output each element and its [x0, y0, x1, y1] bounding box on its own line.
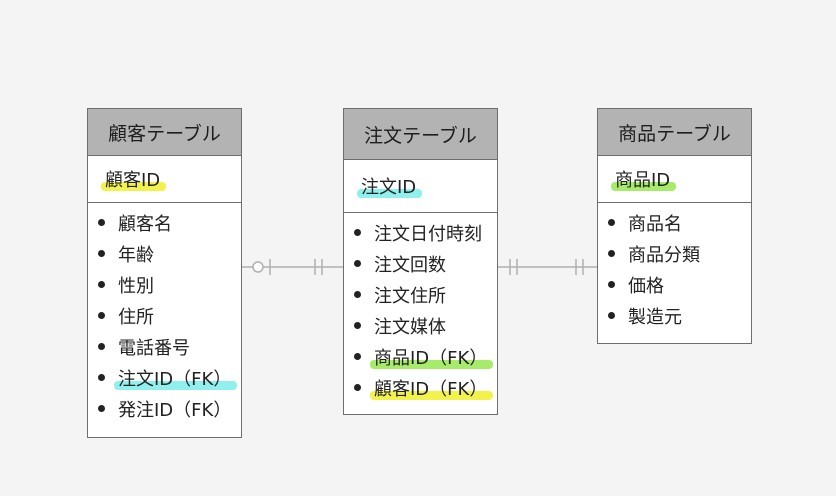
- entity-product-header: 商品テーブル: [598, 109, 751, 156]
- attribute-label: 注文媒体: [374, 316, 446, 338]
- attribute-item: 電話番号: [88, 331, 241, 362]
- attribute-label: 価格: [628, 275, 664, 297]
- entity-customer-attributes: 顧客名 年齢 性別 住所 電話番号 注文ID（FK） 発注ID（FK）: [88, 203, 241, 424]
- attribute-item: 年齢: [88, 238, 241, 269]
- attribute-item: 注文媒体: [344, 310, 497, 341]
- bullet-icon: [98, 374, 105, 381]
- pk-label: 顧客ID: [105, 170, 161, 191]
- bullet-icon: [608, 281, 615, 288]
- bullet-icon: [354, 322, 361, 329]
- fk-highlight: 顧客ID（FK）: [369, 375, 494, 401]
- entity-product-primary-key: 商品ID: [598, 156, 751, 203]
- bullet-icon: [354, 229, 361, 236]
- entity-customer-table[interactable]: 顧客テーブル 顧客ID 顧客名 年齢 性別 住所 電話番号: [87, 108, 242, 438]
- attribute-label: 顧客ID（FK）: [374, 378, 488, 400]
- bullet-icon: [354, 384, 361, 391]
- attribute-label: 住所: [118, 306, 154, 328]
- attribute-label: 顧客名: [118, 213, 172, 235]
- attribute-item: 商品名: [598, 207, 751, 238]
- bullet-icon: [98, 312, 105, 319]
- pk-label: 商品ID: [615, 170, 671, 191]
- pk-highlight: 注文ID: [356, 173, 423, 199]
- attribute-item: 住所: [88, 300, 241, 331]
- pk-highlight: 商品ID: [610, 166, 677, 192]
- bullet-icon: [98, 281, 105, 288]
- attribute-item: 注文回数: [344, 248, 497, 279]
- entity-product-table[interactable]: 商品テーブル 商品ID 商品名 商品分類 価格 製造元: [597, 108, 752, 344]
- bullet-icon: [98, 405, 105, 412]
- relationship-customer-order: [242, 259, 343, 275]
- attribute-label: 注文住所: [374, 285, 446, 307]
- entity-order-header: 注文テーブル: [344, 109, 497, 160]
- bullet-icon: [608, 219, 615, 226]
- attribute-label: 商品名: [628, 213, 682, 235]
- pk-highlight: 顧客ID: [100, 166, 167, 192]
- attribute-item: 製造元: [598, 300, 751, 331]
- entity-order-primary-key: 注文ID: [344, 160, 497, 213]
- entity-customer-header: 顧客テーブル: [88, 109, 241, 156]
- bullet-icon: [98, 343, 105, 350]
- bullet-icon: [608, 312, 615, 319]
- attribute-item-foreign-key: 発注ID（FK）: [88, 393, 241, 424]
- fk-highlight: 注文ID（FK）: [113, 365, 238, 391]
- attribute-label: 性別: [118, 275, 154, 297]
- entity-product-attributes: 商品名 商品分類 価格 製造元: [598, 203, 751, 331]
- attribute-item: 注文日付時刻: [344, 217, 497, 248]
- entity-order-attributes: 注文日付時刻 注文回数 注文住所 注文媒体 商品ID（FK） 顧客ID（FK）: [344, 213, 497, 403]
- attribute-item-foreign-key: 商品ID（FK）: [344, 341, 497, 372]
- attribute-label: 年齢: [118, 244, 154, 266]
- attribute-item-foreign-key: 顧客ID（FK）: [344, 372, 497, 403]
- bullet-icon: [354, 291, 361, 298]
- attribute-label: 製造元: [628, 306, 682, 328]
- fk-highlight: 商品ID（FK）: [369, 344, 494, 370]
- entity-product-title: 商品テーブル: [618, 122, 731, 145]
- bullet-icon: [608, 250, 615, 257]
- attribute-label: 注文日付時刻: [374, 223, 482, 245]
- bullet-icon: [354, 260, 361, 267]
- bullet-icon: [98, 219, 105, 226]
- attribute-label: 注文ID（FK）: [118, 368, 232, 390]
- attribute-label: 発注ID（FK）: [118, 399, 232, 421]
- attribute-label: 商品ID（FK）: [374, 347, 488, 369]
- bullet-icon: [98, 250, 105, 257]
- relationship-order-product: [497, 259, 597, 275]
- bullet-icon: [354, 353, 361, 360]
- attribute-item: 商品分類: [598, 238, 751, 269]
- attribute-label: 注文回数: [374, 254, 446, 276]
- entity-customer-title: 顧客テーブル: [108, 122, 221, 145]
- entity-customer-primary-key: 顧客ID: [88, 156, 241, 203]
- attribute-item-foreign-key: 注文ID（FK）: [88, 362, 241, 393]
- entity-order-table[interactable]: 注文テーブル 注文ID 注文日付時刻 注文回数 注文住所 注文媒体 商品ID（F…: [343, 108, 498, 415]
- attribute-item: 価格: [598, 269, 751, 300]
- attribute-label: 電話番号: [118, 337, 190, 359]
- zero-or-one-circle-marker: [252, 261, 264, 273]
- pk-label: 注文ID: [361, 177, 417, 198]
- attribute-item: 顧客名: [88, 207, 241, 238]
- attribute-item: 注文住所: [344, 279, 497, 310]
- entity-order-title: 注文テーブル: [364, 124, 477, 147]
- attribute-item: 性別: [88, 269, 241, 300]
- attribute-label: 商品分類: [628, 244, 700, 266]
